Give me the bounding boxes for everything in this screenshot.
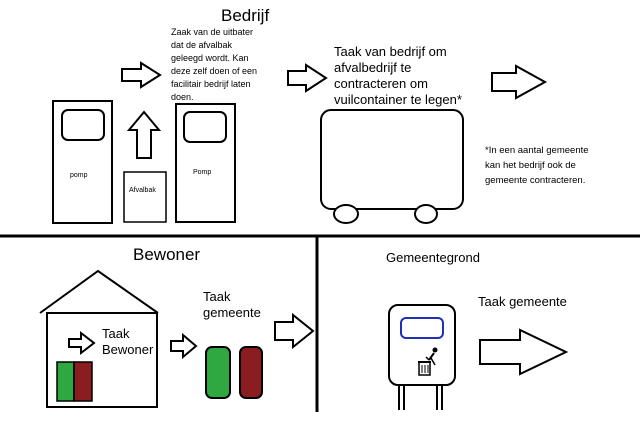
waste-container <box>320 109 464 224</box>
arrow-right-icon <box>274 312 315 350</box>
arrow-right-icon <box>287 63 328 93</box>
company-task-text: Taak van bedrijf om afvalbedrijf te cont… <box>334 44 462 107</box>
section-title-bewoner: Bewoner <box>133 245 201 264</box>
pump-left <box>52 100 113 224</box>
pump-right <box>175 103 236 223</box>
trash-person-icon <box>418 347 438 376</box>
footnote: *In een aantal gemeente kan het bedrijf … <box>485 145 589 186</box>
municipality-task-text-right: Taak gemeente <box>478 294 567 309</box>
section-title-bedrijf: Bedrijf <box>221 6 270 25</box>
house-bins <box>56 361 93 402</box>
arrow-up-icon <box>126 110 162 159</box>
waste-bin-label: Afvalbak <box>129 187 156 194</box>
arrow-right-icon <box>170 332 198 360</box>
operator-responsibility-note: Zaak van de uitbater dat de afvalbak gel… <box>171 27 258 102</box>
municipal-bins <box>205 346 263 399</box>
arrow-right-icon <box>121 61 162 89</box>
arrow-right-icon <box>479 328 569 376</box>
pump-left-label: pomp <box>70 172 88 179</box>
pump-right-label: Pomp <box>193 169 212 176</box>
municipality-task-text-left: Taak gemeente <box>203 289 261 320</box>
arrow-right-icon <box>68 330 96 356</box>
street-bin <box>388 304 456 410</box>
waste-bin-box <box>123 171 167 223</box>
resident-task-text: Taak Bewoner <box>102 326 154 357</box>
section-title-gemeentegrond: Gemeentegrond <box>386 250 480 265</box>
arrow-right-icon <box>491 64 548 100</box>
